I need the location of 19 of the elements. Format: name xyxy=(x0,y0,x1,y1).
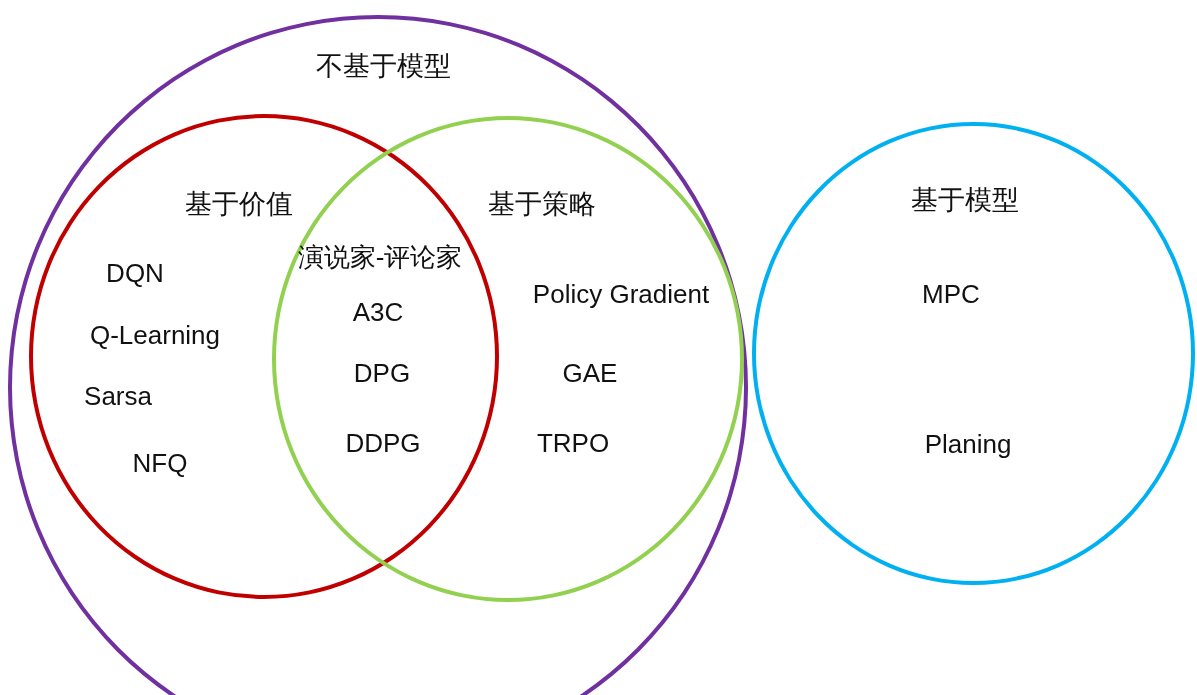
method-label: Sarsa xyxy=(84,381,152,411)
method-label: 演说家-评论家 xyxy=(297,242,463,272)
set-heading: 基于模型 xyxy=(911,185,1019,215)
method-label: Q-Learning xyxy=(89,320,221,350)
set-heading: 基于价值 xyxy=(185,189,293,219)
set-circle xyxy=(8,15,748,695)
method-label: MPC xyxy=(922,279,980,309)
method-label: A3C xyxy=(352,297,404,327)
method-label: Policy Gradient xyxy=(532,279,710,309)
method-label: Planing xyxy=(924,429,1012,459)
set-heading: 基于策略 xyxy=(488,189,596,219)
set-heading: 不基于模型 xyxy=(315,51,451,81)
set-circle xyxy=(752,122,1195,585)
method-label: GAE xyxy=(562,358,618,388)
method-label: DQN xyxy=(106,258,164,288)
method-label: DPG xyxy=(353,358,411,388)
method-label: NFQ xyxy=(132,448,188,478)
method-label: TRPO xyxy=(536,428,610,458)
method-label: DDPG xyxy=(345,428,421,458)
